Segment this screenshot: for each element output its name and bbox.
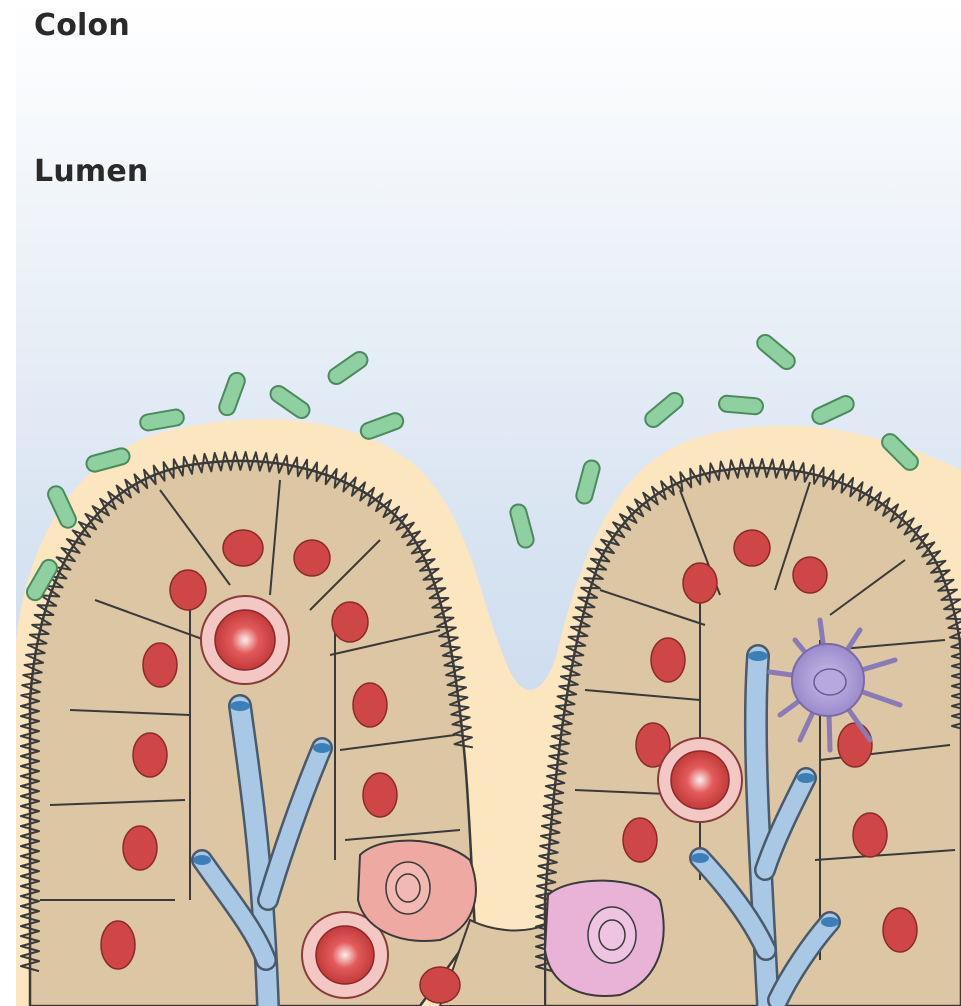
nucleus-icon	[623, 818, 657, 862]
nucleus-icon	[734, 530, 770, 566]
nucleus-icon	[363, 773, 397, 817]
bacteria-icon	[718, 395, 763, 415]
nucleus-icon	[793, 557, 827, 593]
nucleus-icon	[170, 570, 206, 610]
plasma-cell-icon	[545, 881, 664, 996]
nucleus-icon	[123, 826, 157, 870]
nucleus-icon	[883, 908, 917, 952]
lumen-label: Lumen	[34, 154, 148, 189]
nucleus-icon	[294, 540, 330, 576]
nucleus-icon	[353, 683, 387, 727]
nucleus-icon	[133, 733, 167, 777]
nucleus-icon	[853, 813, 887, 857]
nucleus-icon	[683, 563, 717, 603]
nucleus-icon	[101, 921, 135, 969]
nucleus-icon	[143, 643, 177, 687]
nucleus-icon	[651, 638, 685, 682]
nucleus-icon	[332, 602, 368, 642]
goblet-cell-icon	[358, 841, 476, 941]
lymphocyte-icon	[658, 738, 742, 822]
nucleus-icon	[420, 967, 460, 1003]
nucleus-icon	[223, 530, 263, 566]
colon-label: Colon	[34, 8, 130, 43]
lymphocyte-icon	[201, 596, 289, 684]
nucleus-icon	[838, 723, 872, 767]
